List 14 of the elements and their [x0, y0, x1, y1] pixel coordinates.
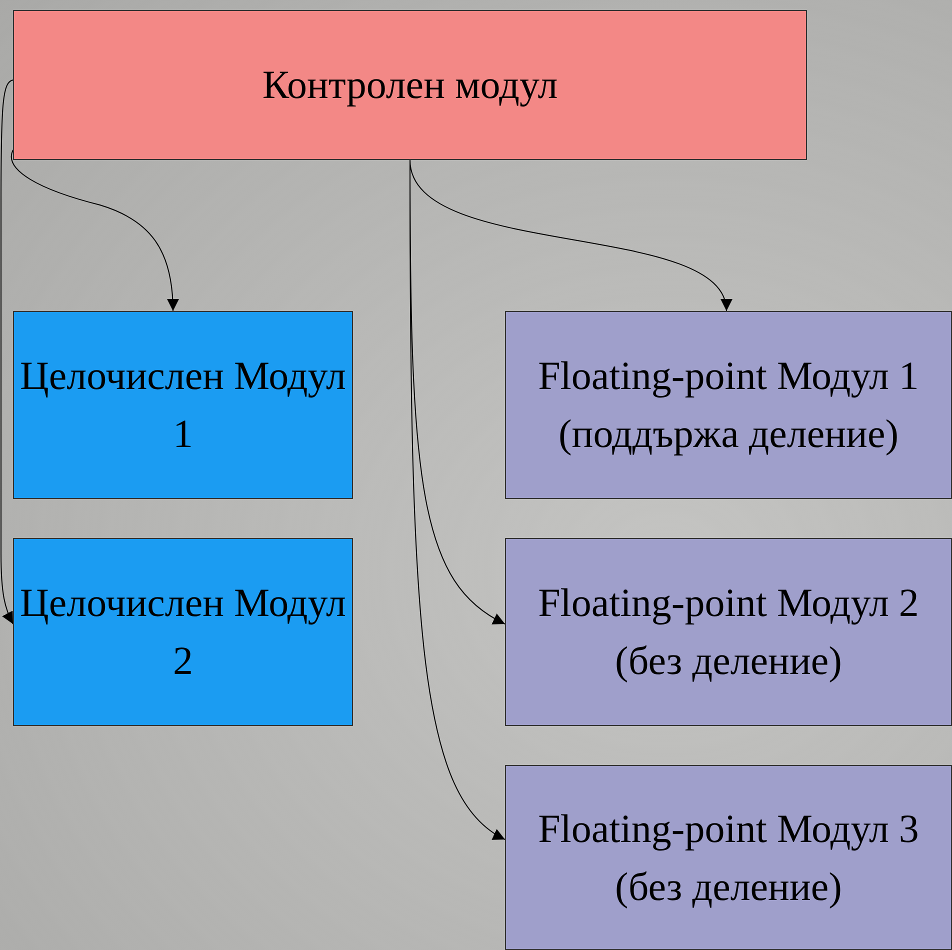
module-label: Контролен модул [262, 61, 558, 109]
module-box [13, 10, 807, 160]
module-box [505, 765, 952, 950]
module-label: Целочислен Модул 1 [19, 352, 347, 458]
module-label: Floating-point Модул 2 (без деление) [537, 579, 920, 685]
module-box [13, 311, 353, 499]
module-box [13, 538, 353, 726]
module-label: Целочислен Модул 2 [19, 579, 347, 685]
arrow [10, 150, 179, 312]
module-box [505, 538, 952, 726]
arrow [0, 80, 14, 624]
module-box [505, 311, 952, 499]
module-label: Floating-point Модул 1 (поддържа деление) [537, 352, 920, 458]
module-label: Floating-point Модул 3 (без деление) [537, 804, 920, 910]
